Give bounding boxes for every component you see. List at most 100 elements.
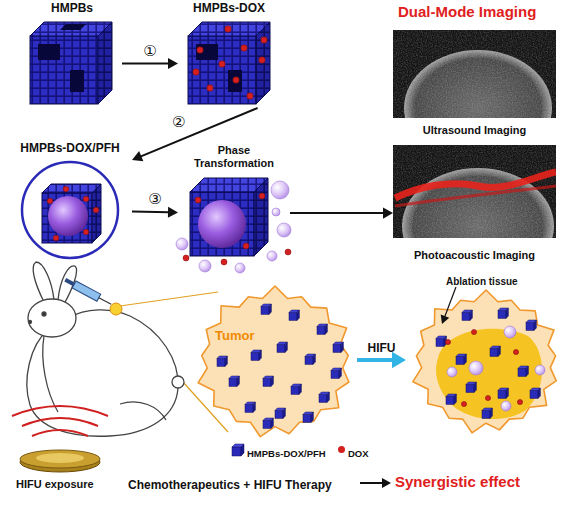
- small-tumor: [110, 303, 122, 315]
- tumor-outline: [535, 365, 545, 375]
- tumor-outline: [413, 287, 556, 433]
- tumor-outline: [237, 376, 239, 386]
- particle-stage: Ultrasound Imaging: [393, 30, 556, 140]
- tumor-outline: [504, 326, 516, 338]
- loaded-particle: [22, 162, 118, 258]
- tumor-outline: [526, 366, 528, 376]
- tumor-outline: [263, 378, 271, 386]
- hmpb-dox-cube: [196, 44, 218, 60]
- particle-stage: HMPBs-DOX/PFH: [8, 142, 132, 262]
- tumor-outline: [464, 354, 466, 364]
- tumor-outline: [469, 361, 483, 375]
- tumor-outline: [325, 324, 327, 334]
- ultrasound-image: [393, 30, 556, 118]
- tumor-outline: [538, 388, 540, 398]
- tumor-outline: [446, 396, 454, 404]
- flow-arrow: [290, 212, 384, 214]
- tumor-outline: [471, 329, 476, 334]
- ultrasound-image: [393, 30, 556, 118]
- tumor-outline: [482, 410, 490, 418]
- tumor-region: Ablation tissue: [406, 270, 566, 440]
- phase-change-cube: [195, 197, 201, 203]
- hifu-waves: [12, 406, 108, 436]
- tumor-outline: [299, 384, 301, 394]
- node-label: Photoacoustic Imaging: [393, 249, 556, 262]
- rabbit: [120, 402, 166, 420]
- hmpb-cube: [98, 22, 112, 104]
- tumor-outline: [198, 286, 349, 437]
- tumor-outline: [319, 394, 327, 402]
- label-holder: Chemotherapeutics + HIFU Therapy: [128, 475, 332, 493]
- hmpb-dox-cube: [207, 85, 213, 91]
- phase-change-cube: [243, 243, 249, 249]
- phase-change-cube: [285, 249, 291, 255]
- tumor-outline: [501, 401, 511, 411]
- flow-arrow: [357, 358, 393, 362]
- hifu-transducer: [20, 450, 100, 468]
- syringe: [72, 281, 100, 301]
- tumor-region: Tumor: [193, 284, 357, 440]
- loaded-particle: [83, 229, 89, 235]
- tumor-outline: [466, 384, 474, 392]
- tumor-outline: [454, 394, 456, 404]
- flow-arrow: [290, 207, 393, 218]
- node-label: HMPBs: [22, 2, 122, 16]
- tumor-outline: [271, 376, 273, 386]
- tumor-outline: [297, 310, 299, 320]
- hmpb-dox-cube: [247, 93, 253, 99]
- tumor-outline: [271, 418, 273, 428]
- result-arrow: [382, 478, 391, 488]
- syringe: [99, 298, 111, 305]
- tumor-outline: [331, 370, 339, 378]
- hmpb-dox-cube: [225, 26, 231, 32]
- tumor-outline: [251, 352, 259, 360]
- phase-change-cube: [277, 223, 291, 237]
- tumor-outline: [470, 310, 472, 320]
- edge-label-holder: ③: [148, 190, 161, 208]
- legend-text: HMPBs-DOX/PFH: [247, 449, 326, 460]
- hifu-waves: [22, 418, 98, 426]
- legend-cube-sample: [241, 444, 244, 456]
- hmpb-dox-cube: [193, 26, 267, 99]
- rabbit: [33, 262, 54, 302]
- loaded-particle: [93, 207, 99, 213]
- rabbit: [29, 321, 32, 324]
- tumor-outline: [526, 322, 534, 330]
- tumor-outline: [498, 390, 506, 398]
- tumor-outline: [506, 388, 508, 398]
- hmpb-dox-cube: [197, 47, 203, 53]
- phase-change-cube: [235, 263, 245, 273]
- tumor-outline: [269, 304, 271, 314]
- phase-change-cube: [199, 260, 211, 272]
- loaded-particle: [48, 196, 88, 236]
- loaded-particle: [92, 184, 101, 243]
- legend-swatch: [338, 446, 345, 453]
- tumor-outline: [253, 402, 255, 412]
- particle-stage: HMPBs: [22, 2, 122, 108]
- tumor-outline: [263, 420, 271, 428]
- result-arrow: [360, 482, 384, 484]
- photoacoustic-image: [393, 145, 556, 238]
- tumor-outline: [317, 326, 325, 334]
- tumor-outline: [513, 349, 518, 354]
- tumor-outline: [217, 358, 225, 366]
- edge-label-holder: ②: [172, 113, 185, 131]
- hmpb-cube: [38, 44, 60, 60]
- particle-stage: Photoacoustic Imaging: [393, 145, 556, 265]
- hmpb-dox-cube: [259, 57, 265, 63]
- loaded-particle: [63, 186, 69, 192]
- hmpb-dox-cube: [261, 37, 267, 43]
- tumor-outline: [283, 408, 285, 418]
- hmpb-cube: [60, 24, 86, 30]
- label-holder: HIFU exposure: [16, 474, 94, 492]
- phase-change-cube: [221, 259, 227, 265]
- result-arrow: [360, 478, 391, 488]
- legend-holder: DOX: [348, 443, 369, 461]
- tumor-outline: [259, 350, 261, 360]
- tumor-outline: [406, 270, 566, 440]
- tumor-outline: [445, 339, 450, 344]
- tumor-outline: [474, 382, 476, 392]
- tumor-outline: [490, 408, 492, 418]
- tumor-outline: [275, 410, 283, 418]
